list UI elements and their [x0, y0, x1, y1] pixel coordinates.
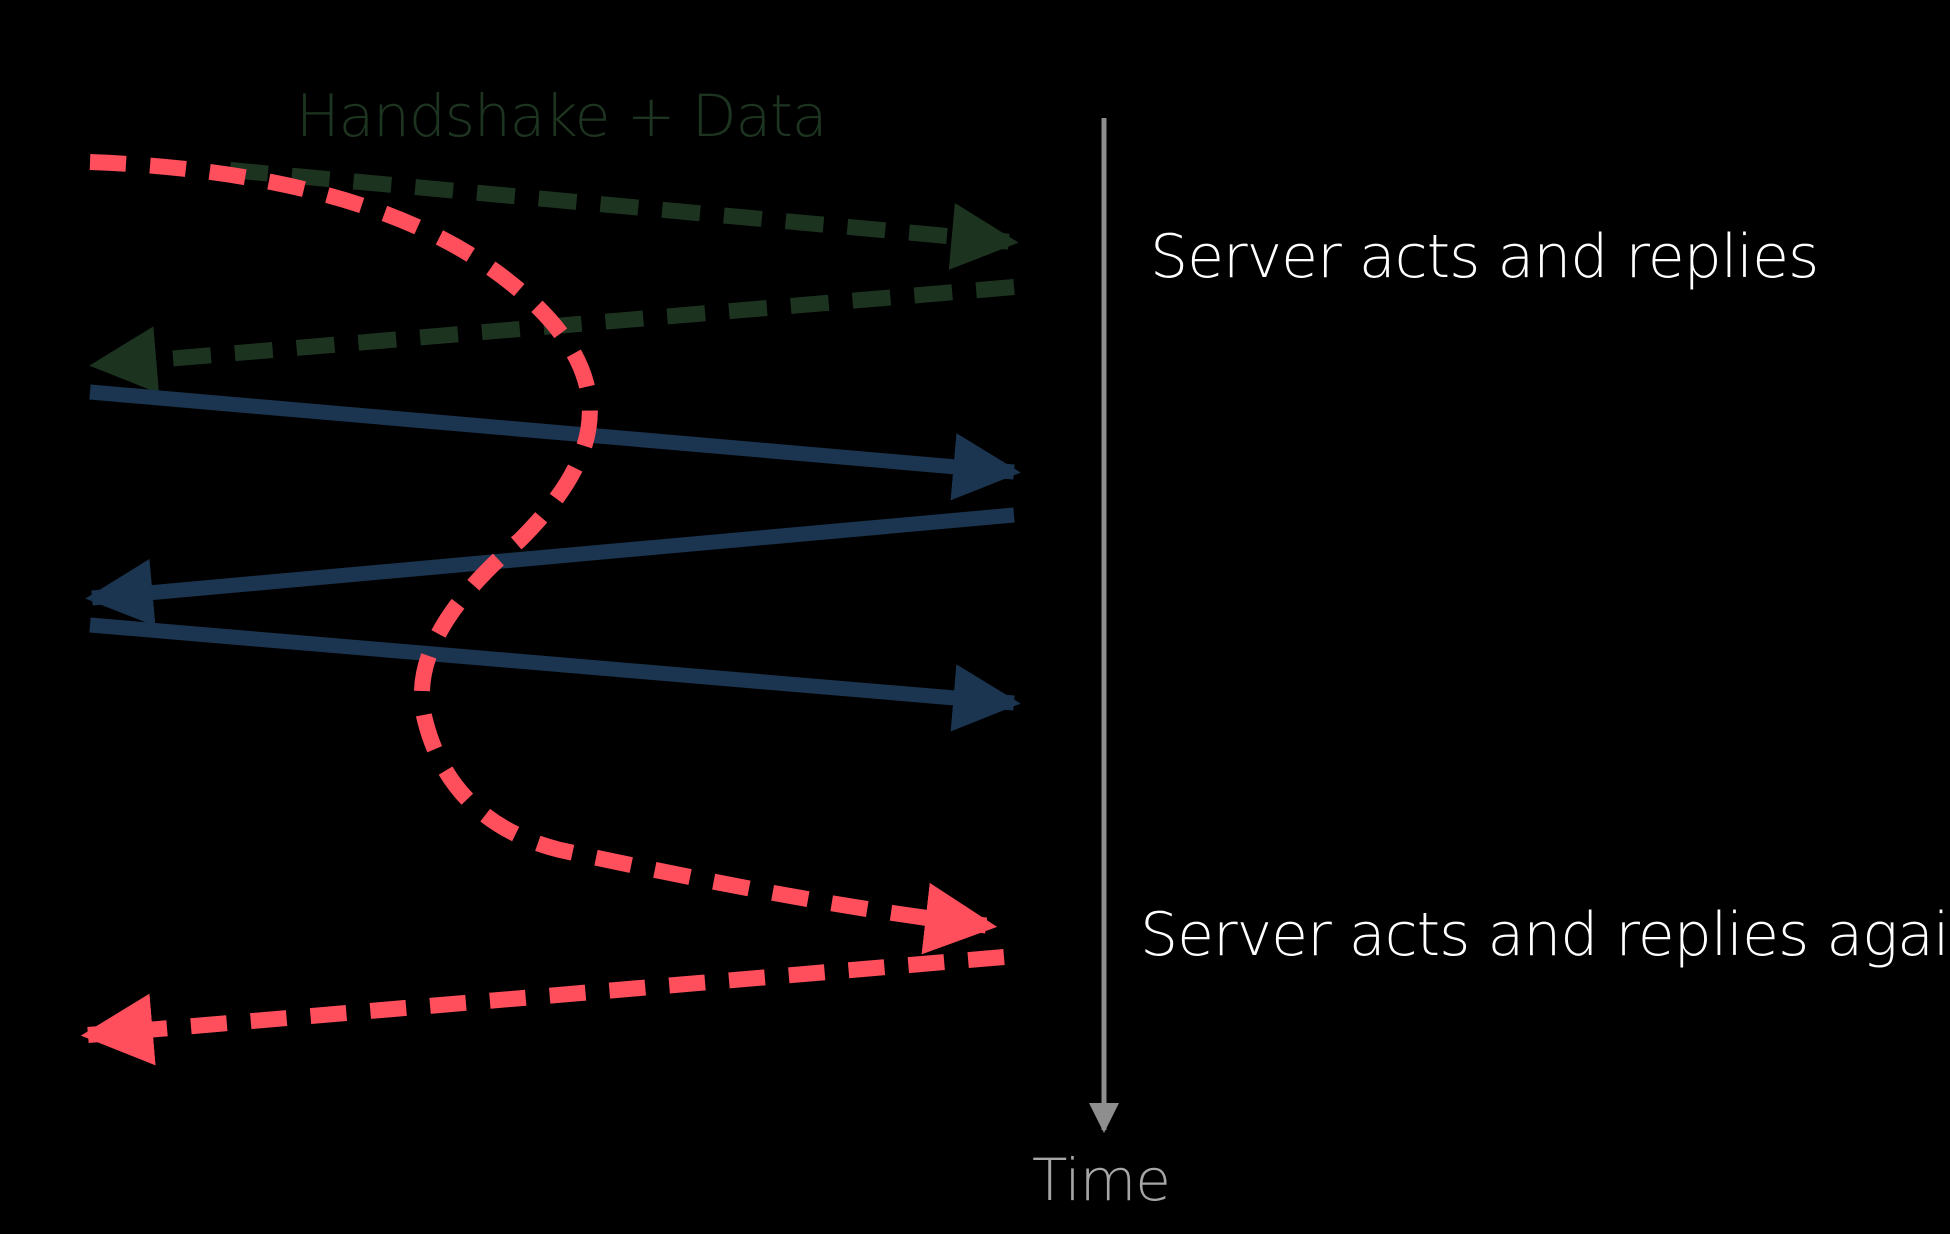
handshake-request-arrow — [229, 162, 1019, 270]
handshake-data-label: Handshake + Data — [296, 82, 827, 150]
red-dashed-return-arrow — [80, 949, 1005, 1066]
data-arrow-1-response — [85, 507, 1015, 627]
server-reply-label: Server acts and replies — [1150, 222, 1819, 292]
red-dashed-curve-arrow — [89, 154, 998, 955]
time-axis-label: Time — [1032, 1146, 1171, 1214]
server-reply-again-label: Server acts and replies again — [1140, 900, 1950, 970]
data-arrow-2-request — [89, 617, 1021, 732]
data-arrow-1-request — [89, 384, 1021, 501]
